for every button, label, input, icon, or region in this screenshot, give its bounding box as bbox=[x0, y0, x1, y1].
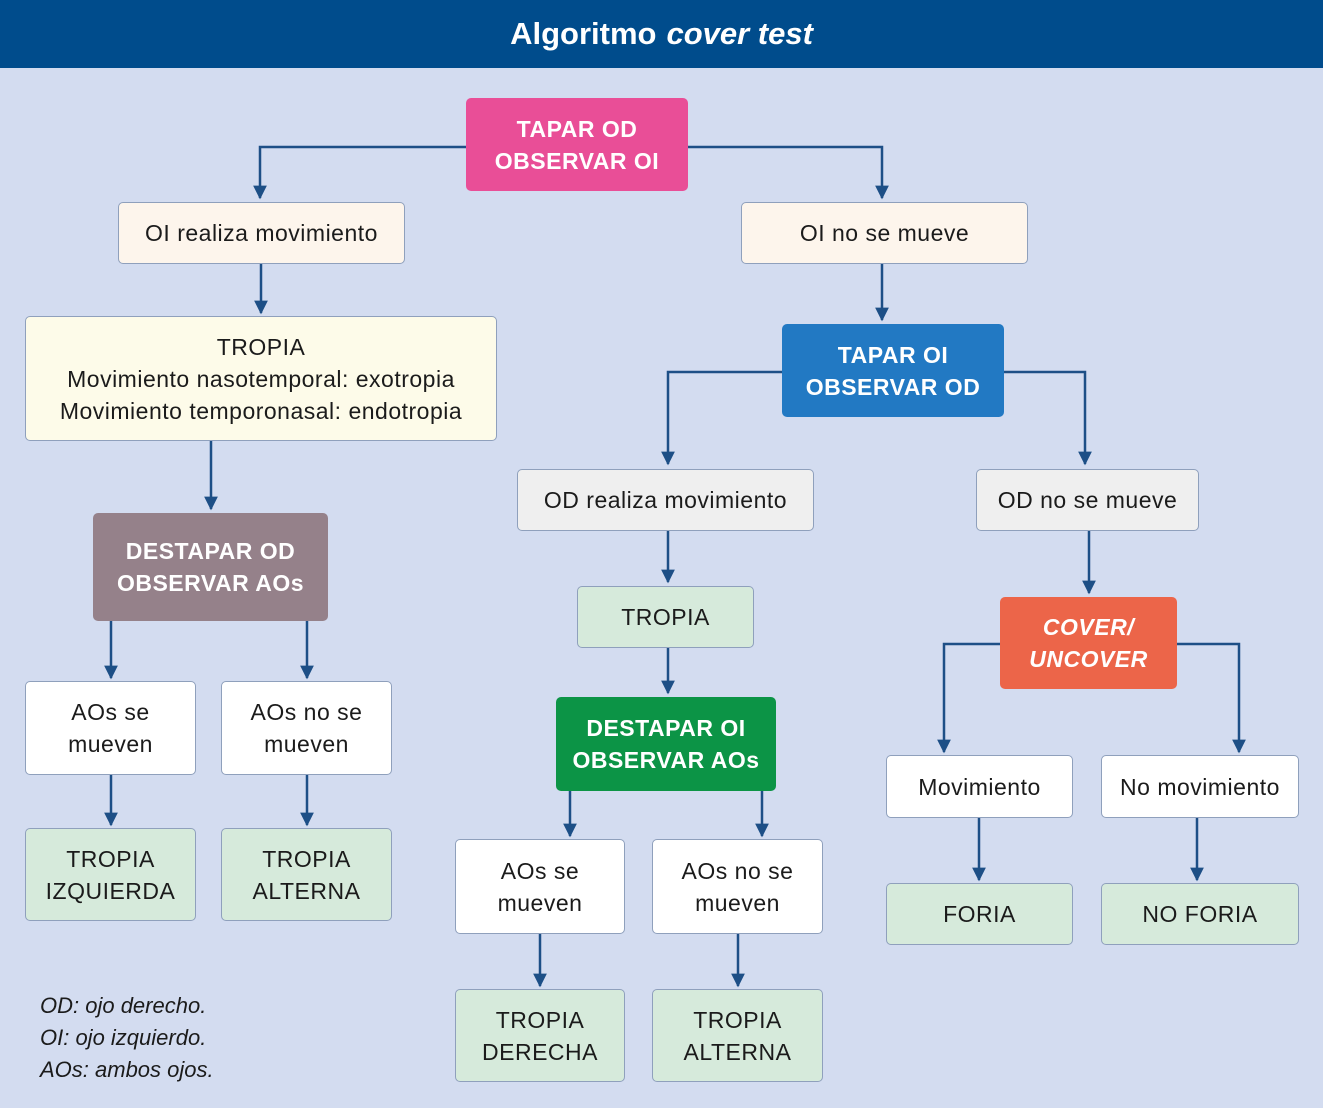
title-bar: Algoritmo cover test bbox=[0, 0, 1323, 68]
mid-aos-no-mueven-line2: mueven bbox=[695, 889, 780, 916]
left-tropia-alterna-line2: ALTERNA bbox=[252, 877, 361, 904]
mid-aos-mueven-line2: mueven bbox=[497, 889, 583, 916]
mid-aos-mueven-box: AOs se mueven bbox=[455, 839, 625, 934]
mid-aos-no-mueven-line1: AOs no se bbox=[681, 857, 794, 884]
left-aos-no-mueven-box: AOs no se mueven bbox=[221, 681, 392, 775]
left-aos-mueven-box: AOs se mueven bbox=[25, 681, 196, 775]
destapar-od-line1: DESTAPAR OD bbox=[125, 538, 296, 564]
connector-tapar-od-right bbox=[688, 145, 889, 200]
legend-od: OD: ojo derecho. bbox=[40, 993, 207, 1018]
mid-aos-no-mueven-box: AOs no se mueven bbox=[652, 839, 823, 934]
foria-label: FORIA bbox=[943, 901, 1016, 927]
destapar-oi-box: DESTAPAR OI OBSERVAR AOs bbox=[556, 697, 776, 791]
tropia-left-line1: TROPIA bbox=[216, 333, 306, 360]
left-tropia-alterna-line1: TROPIA bbox=[262, 845, 351, 872]
left-aos-no-mueven-line1: AOs no se bbox=[250, 699, 363, 725]
tropia-left-line3: Movimiento temporonasal: endotropia bbox=[59, 397, 463, 424]
title-main: Algoritmo bbox=[510, 16, 657, 51]
oi-realiza-box: OI realiza movimiento bbox=[118, 202, 405, 264]
oi-no-mueve-box: OI no se mueve bbox=[741, 202, 1028, 264]
connector-cover-left bbox=[937, 642, 1000, 754]
left-aos-mueven-line1: AOs se bbox=[71, 699, 150, 725]
legend-aos: AOs: ambos ojos. bbox=[40, 1057, 214, 1082]
tropia-mid-box: TROPIA bbox=[577, 586, 754, 648]
od-realiza-box: OD realiza movimiento bbox=[517, 469, 814, 531]
destapar-od-box: DESTAPAR OD OBSERVAR AOs bbox=[93, 513, 328, 621]
od-realiza-label: OD realiza movimiento bbox=[543, 487, 788, 513]
tropia-mid-label: TROPIA bbox=[621, 604, 710, 630]
od-no-mueve-box: OD no se mueve bbox=[976, 469, 1199, 531]
connector-tapar-oi-left bbox=[661, 370, 782, 466]
tapar-od-line2: OBSERVAR OI bbox=[494, 147, 660, 174]
legend: OD: ojo derecho. OI: ojo izquierdo. AOs:… bbox=[40, 990, 214, 1086]
movimiento-label: Movimiento bbox=[918, 773, 1041, 800]
tropia-derecha-box: TROPIA DERECHA bbox=[455, 989, 625, 1082]
tapar-od-line1: TAPAR OD bbox=[516, 115, 638, 142]
mid-tropia-alterna-box: TROPIA ALTERNA bbox=[652, 989, 823, 1082]
tropia-left-line2: Movimiento nasotemporal: exotropia bbox=[67, 365, 455, 392]
tropia-izquierda-line2: IZQUIERDA bbox=[45, 877, 176, 904]
tapar-oi-line2: OBSERVAR OD bbox=[805, 373, 981, 400]
mid-tropia-alterna-line2: ALTERNA bbox=[683, 1038, 792, 1065]
cover-uncover-line2: UNCOVER bbox=[1029, 646, 1148, 672]
destapar-od-line2: OBSERVAR AOs bbox=[116, 570, 305, 596]
connector-tapar-oi-right bbox=[1004, 370, 1092, 466]
tapar-od-box: TAPAR OD OBSERVAR OI bbox=[466, 98, 688, 191]
no-foria-label: NO FORIA bbox=[1142, 901, 1258, 927]
connector-cover-right bbox=[1177, 642, 1246, 754]
no-movimiento-box: No movimiento bbox=[1101, 755, 1299, 818]
tapar-oi-box: TAPAR OI OBSERVAR OD bbox=[782, 324, 1004, 417]
no-foria-box: NO FORIA bbox=[1101, 883, 1299, 945]
oi-realiza-label: OI realiza movimiento bbox=[145, 220, 378, 246]
mid-aos-mueven-line1: AOs se bbox=[500, 857, 580, 884]
tropia-derecha-line1: TROPIA bbox=[495, 1006, 585, 1033]
left-tropia-alterna-box: TROPIA ALTERNA bbox=[221, 828, 392, 921]
cover-uncover-line1: COVER/ bbox=[1042, 614, 1135, 640]
od-no-mueve-label: OD no se mueve bbox=[997, 487, 1178, 513]
oi-no-mueve-label: OI no se mueve bbox=[799, 220, 970, 246]
tropia-left-box: TROPIA Movimiento nasotemporal: exotropi… bbox=[25, 316, 497, 441]
legend-oi: OI: ojo izquierdo. bbox=[40, 1025, 207, 1050]
tropia-izquierda-box: TROPIA IZQUIERDA bbox=[25, 828, 196, 921]
left-aos-no-mueven-line2: mueven bbox=[264, 731, 349, 757]
destapar-oi-line2: OBSERVAR AOs bbox=[572, 747, 760, 773]
connector-tapar-od-left bbox=[253, 145, 466, 200]
no-movimiento-label: No movimiento bbox=[1120, 773, 1280, 800]
left-aos-mueven-line2: mueven bbox=[68, 731, 153, 757]
movimiento-box: Movimiento bbox=[886, 755, 1073, 818]
title-italic: cover test bbox=[666, 16, 813, 51]
cover-uncover-box: COVER/ UNCOVER bbox=[1000, 597, 1177, 689]
tropia-derecha-line2: DERECHA bbox=[482, 1038, 598, 1065]
tapar-oi-line1: TAPAR OI bbox=[837, 341, 949, 368]
mid-tropia-alterna-line1: TROPIA bbox=[693, 1006, 782, 1033]
destapar-oi-line1: DESTAPAR OI bbox=[586, 715, 746, 741]
tropia-izquierda-line1: TROPIA bbox=[66, 845, 155, 872]
foria-box: FORIA bbox=[886, 883, 1073, 945]
